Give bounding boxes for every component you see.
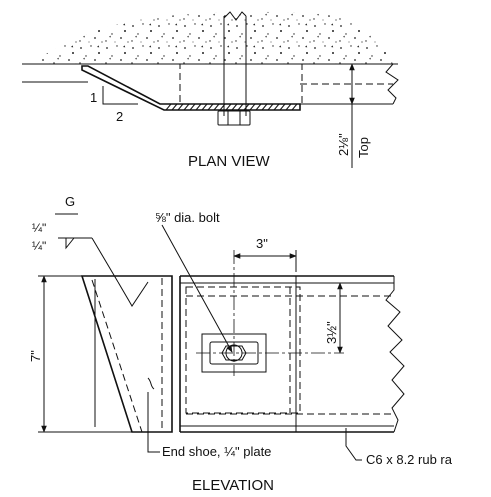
rail-break-line (385, 276, 405, 433)
plan-view-title: PLAN VIEW (188, 153, 271, 170)
hatch-line (195, 103, 202, 111)
hatch-line (249, 103, 256, 111)
hatch-line (213, 103, 220, 111)
dim-7-label: 7" (28, 350, 43, 362)
rail-leader (345, 428, 362, 461)
dim-3-5-label: 3½" (324, 321, 339, 344)
hatch-line (261, 103, 268, 111)
end-shoe-plate-plan (81, 65, 301, 111)
rail-label: C6 x 8.2 rub ra (366, 452, 453, 467)
post-outline (223, 11, 247, 116)
rail-outline (179, 275, 394, 433)
weld-v-notch (117, 281, 149, 307)
bolt-label: ⅝" dia. bolt (155, 210, 220, 225)
plan-view: 1 2 2⅛" Top PLAN VIEW (22, 11, 399, 170)
hatch-line (225, 103, 232, 111)
shoe-hatching (165, 103, 298, 111)
end-shoe-leader (147, 392, 160, 453)
weld-size-bottom: ¼" (32, 239, 46, 253)
hatch-line (291, 103, 298, 111)
hatch-line (273, 103, 280, 111)
weld-symbol (55, 213, 119, 283)
weld-symbol-label: G (65, 194, 75, 209)
rail-plan-outline (300, 63, 399, 105)
bolt-leader (161, 224, 233, 353)
soil-mound (28, 11, 393, 64)
end-shoe-elevation (80, 275, 173, 433)
hatch-line (189, 103, 196, 111)
hatch-line (165, 103, 172, 111)
footing-block (179, 63, 303, 105)
end-shoe-label: End shoe, ¼" plate (162, 444, 271, 459)
slope-run-label: 2 (116, 109, 123, 124)
hatch-line (231, 103, 238, 111)
dim-2-1-8-label: 2⅛" (336, 133, 351, 156)
hatch-line (285, 103, 292, 111)
elevation-title: ELEVATION (192, 477, 274, 494)
dim-top-label: Top (356, 137, 371, 158)
hatch-line (171, 103, 178, 111)
post-plate-hidden (185, 286, 301, 414)
slope-indicator (102, 86, 138, 105)
hatch-line (279, 103, 286, 111)
hatch-line (255, 103, 262, 111)
hatch-line (267, 103, 274, 111)
hatch-line (183, 103, 190, 111)
slope-rise-label: 1 (90, 90, 97, 105)
end-shoe-dashed-edge (91, 279, 143, 433)
hatch-line (201, 103, 208, 111)
hatch-line (177, 103, 184, 111)
elevation-view: G ¼" ¼" ⅝" dia. bolt (28, 194, 453, 494)
dim-3-label: 3" (256, 236, 268, 251)
hatch-line (219, 103, 226, 111)
shoe-tilde-mark (147, 377, 155, 390)
nut (217, 110, 251, 126)
hatch-line (237, 103, 244, 111)
weld-size-top: ¼" (32, 221, 46, 235)
hatch-line (207, 103, 214, 111)
hatch-line (243, 103, 250, 111)
